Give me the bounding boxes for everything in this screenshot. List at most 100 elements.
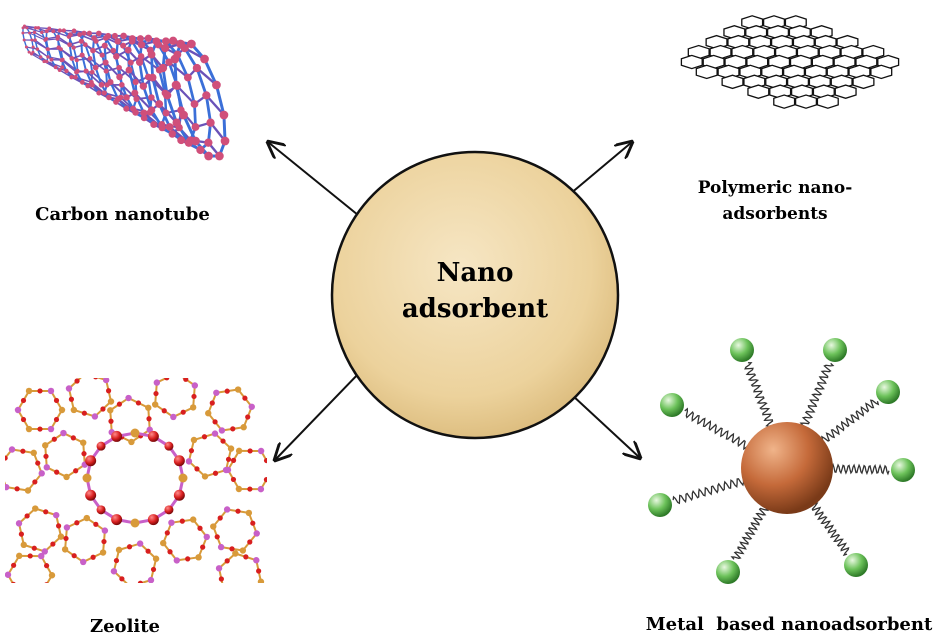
nanotube-atom <box>57 28 63 33</box>
ligand-ball <box>716 560 740 584</box>
nanotube-atom <box>204 138 213 147</box>
zeolite-oxygen-atom <box>201 434 208 440</box>
zeolite-silicon-atom <box>102 378 110 384</box>
zeolite-silicon-atom <box>5 483 10 491</box>
nanotube-atom <box>27 50 31 54</box>
nanotube-bond <box>104 61 121 78</box>
nanotube-atom <box>116 73 123 81</box>
zeolite-oxygen-atom <box>161 408 167 414</box>
nanotube-atom <box>71 45 76 50</box>
metal-nanoparticle-illustration <box>648 338 915 584</box>
zeolite-oxygen-atom <box>218 576 224 582</box>
nanotube-atom <box>120 32 127 40</box>
zeolite-oxygen-atom <box>43 509 49 515</box>
zeolite-silicon-atom <box>257 485 265 493</box>
nanotube-atom <box>177 136 186 145</box>
zeolite-ring-atom <box>96 505 106 515</box>
nanotube-bond <box>176 85 196 105</box>
zeolite-oxygen-atom <box>20 397 27 404</box>
zeolite-oxygen-atom <box>242 395 248 401</box>
zeolite-oxygen-atom <box>185 556 191 562</box>
polymer-hexagon <box>721 74 744 90</box>
zeolite-oxygen-atom <box>146 416 152 422</box>
zeolite-oxygen-atom <box>230 457 237 463</box>
zeolite-oxygen-atom <box>20 448 26 454</box>
ligand-chain <box>684 407 752 451</box>
zeolite-silicon-atom <box>65 385 73 392</box>
zeolite-oxygen-atom <box>224 388 230 394</box>
zeolite-silicon-atom <box>57 533 65 540</box>
zeolite-silicon-atom <box>30 449 37 457</box>
nanotube-atom <box>155 100 164 108</box>
zeolite-bond <box>258 580 262 583</box>
zeolite-oxygen-atom <box>214 534 220 540</box>
nanotube-atom <box>200 54 209 64</box>
ligand-chain <box>672 475 748 505</box>
zeolite-ring-atom <box>178 473 188 483</box>
zeolite-oxygen-atom <box>63 535 69 542</box>
zeolite-silicon-atom <box>245 509 253 517</box>
ligand-ball <box>823 338 847 362</box>
zeolite-silicon-atom <box>205 410 212 417</box>
ligand-ball <box>891 458 915 482</box>
zeolite-silicon-atom <box>223 506 231 513</box>
nanotube-atom <box>71 28 77 34</box>
zeolite-oxygen-atom <box>37 426 43 432</box>
nanotube-bond <box>151 77 161 105</box>
nanotube-bond <box>91 50 97 68</box>
zeolite-oxygen-atom <box>70 435 76 441</box>
zeolite-bond <box>137 579 152 583</box>
zeolite-silicon-atom <box>107 407 114 414</box>
nanotube-atom <box>31 45 35 49</box>
nanotube-atom <box>61 28 67 33</box>
nanotube-atom <box>144 34 153 43</box>
nanotube-atom <box>206 118 215 127</box>
zeolite-silicon-atom <box>235 485 243 493</box>
zeolite-silicon-atom <box>190 436 198 444</box>
nanotube-bond <box>142 85 153 111</box>
zeolite-silicon-atom <box>20 541 27 549</box>
nanotube-atom <box>165 123 174 131</box>
zeolite-oxygen-atom <box>235 508 241 514</box>
zeolite-oxygen-atom <box>263 457 267 464</box>
zeolite-oxygen-atom <box>90 554 96 560</box>
nanotube-atom <box>187 39 196 49</box>
zeolite-silicon-atom <box>151 401 159 408</box>
zeolite-silicon-atom <box>5 571 12 578</box>
nanotube-bond <box>34 39 49 50</box>
zeolite-ring-atom <box>173 489 185 501</box>
zeolite-silicon-atom <box>125 394 132 402</box>
nanotube-atom <box>128 35 136 43</box>
nanotube-atom <box>204 151 213 161</box>
zeolite-oxygen-atom <box>191 393 197 400</box>
nanotube-atom <box>136 35 144 43</box>
nanotube-atom <box>148 94 155 101</box>
zeolite-ring-atom <box>85 455 97 467</box>
nanotube-atom <box>87 56 93 61</box>
nanotube-atom <box>139 82 148 90</box>
nanotube-bond <box>105 37 124 47</box>
nanotube-bond <box>75 76 92 84</box>
nanotube-atom <box>85 83 91 89</box>
zeolite-oxygen-atom <box>179 518 185 524</box>
nanotube-atom <box>24 45 28 49</box>
nanotube-bond <box>134 92 153 111</box>
zeolite-ring-atom <box>147 514 159 526</box>
zeolite-oxygen-atom <box>135 400 142 406</box>
polymeric-label-line2: adsorbents <box>722 204 828 224</box>
zeolite-oxygen-atom <box>113 557 120 564</box>
zeolite-ring-atom <box>164 441 174 451</box>
polymer-hexagon <box>794 94 818 109</box>
nanotube-atom <box>38 55 43 59</box>
nanotube-atom <box>110 47 117 54</box>
zeolite-oxygen-atom <box>68 396 75 402</box>
zeolite-silicon-atom <box>253 530 260 537</box>
nanotube-atom <box>68 32 73 37</box>
ligand-ball <box>876 380 900 404</box>
center-circle <box>330 150 620 440</box>
nanotube-bond <box>168 61 189 79</box>
nanotube-atom <box>114 38 122 45</box>
zeolite-silicon-atom <box>145 404 152 411</box>
zeolite-oxygen-atom <box>256 568 262 574</box>
